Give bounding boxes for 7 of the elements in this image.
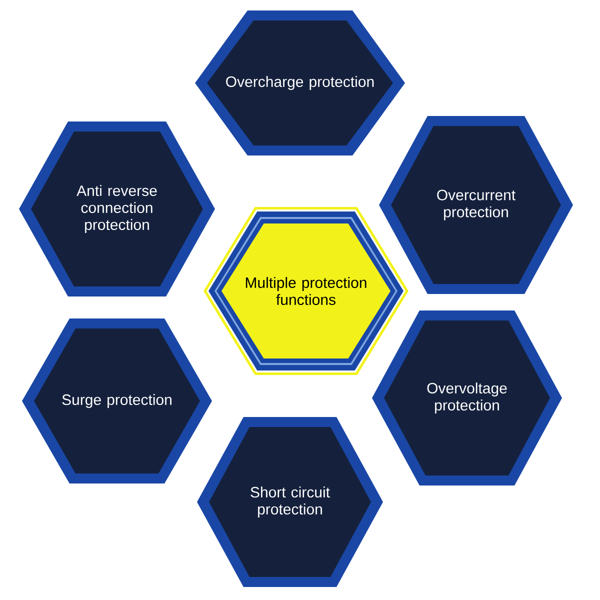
hexagon: Short circuit protection <box>197 417 383 587</box>
hexagon: Surge protection <box>22 318 212 484</box>
hexagon: Overcurrent protection <box>379 116 573 294</box>
center-hexagon: Multiple protection functions <box>204 207 408 375</box>
hexagon: Anti reverse connection protection <box>19 122 215 296</box>
hexagon: Overvoltage protection <box>372 310 562 486</box>
hexagon: Overcharge protection <box>195 10 405 156</box>
